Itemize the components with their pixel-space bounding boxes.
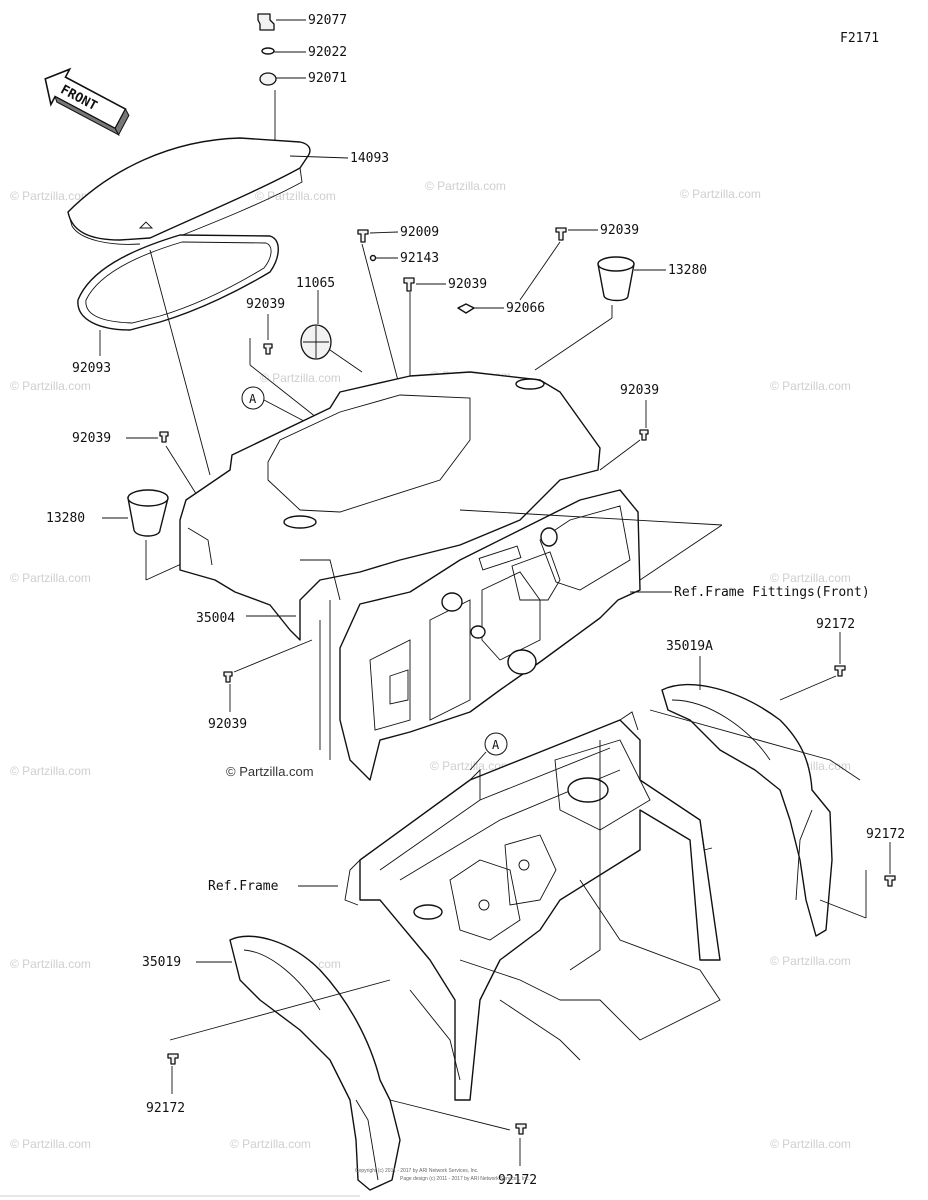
fastener-92172-left — [167, 1053, 179, 1094]
clip-icon — [257, 13, 275, 31]
watermark: © Partzilla.com — [10, 189, 91, 203]
fastener-right — [599, 400, 649, 471]
callout-92039-left-upper: 92039 — [246, 297, 285, 312]
watermark: © Partzilla.com — [430, 759, 511, 773]
callout-92039-left: 92039 — [72, 431, 111, 446]
screw-icon — [357, 229, 369, 243]
watermark: © Partzilla.com — [10, 571, 91, 585]
cup-holder-left — [102, 489, 301, 581]
ref-frame-fittings-front: Ref.Frame Fittings(Front) — [674, 585, 870, 600]
callout-92039-top-right: 92039 — [600, 223, 639, 238]
watermark: © Partzilla.com — [770, 954, 851, 968]
rivet-icon — [223, 671, 233, 683]
screw-icon — [834, 665, 846, 677]
upper-dash-panel — [179, 371, 601, 641]
fender-right — [649, 656, 861, 937]
callout-92172-left: 92172 — [146, 1101, 185, 1116]
grommet-icon — [457, 303, 475, 314]
vehicle-frame — [344, 711, 721, 1101]
reference-mark-a-lower: A — [469, 732, 508, 771]
callout-92172-right: 92172 — [866, 827, 905, 842]
figure-code: F2171 — [840, 31, 879, 46]
watermark: © Partzilla.com — [10, 764, 91, 778]
partzilla-watermark: © Partzilla.com — [226, 764, 314, 779]
watermark: © Partzilla.com — [255, 189, 336, 203]
fastener-92172-right — [819, 842, 896, 919]
watermark: © Partzilla.com — [425, 179, 506, 193]
callout-92039-center: 92039 — [448, 277, 487, 292]
front-arrow-icon: FRONT — [44, 67, 130, 137]
nut-icon — [259, 72, 277, 86]
callout-92009: 92009 — [400, 225, 439, 240]
reference-mark-a-upper: A — [241, 386, 341, 441]
watermark: © Partzilla.com — [10, 1137, 91, 1151]
washer-icon — [261, 47, 275, 55]
rivet-icon — [639, 429, 649, 441]
callout-92143: 92143 — [400, 251, 439, 266]
screw-icon — [167, 1053, 179, 1065]
cover-11065 — [300, 290, 363, 373]
callout-13280-right: 13280 — [668, 263, 707, 278]
callout-14093: 14093 — [350, 151, 389, 166]
callout-13280-left: 13280 — [46, 511, 85, 526]
callout-35004: 35004 — [196, 611, 235, 626]
cup-holder-right — [534, 256, 666, 371]
callout-92093: 92093 — [72, 361, 111, 376]
callout-92039-right: 92039 — [620, 383, 659, 398]
svg-text:A: A — [249, 392, 257, 406]
fender-left — [169, 935, 511, 1191]
screw-icon — [515, 1123, 527, 1135]
callout-92172-top-right: 92172 — [816, 617, 855, 632]
callout-11065: 11065 — [296, 276, 335, 291]
callout-92172-bottom: 92172 — [498, 1173, 537, 1188]
callout-92039-bottom-left: 92039 — [208, 717, 247, 732]
fastener-stack — [257, 13, 306, 152]
fastener-bottom-left — [223, 639, 313, 712]
watermark: © Partzilla.com — [10, 379, 91, 393]
callout-35019A: 35019A — [666, 639, 713, 654]
ref-frame: Ref.Frame — [208, 879, 279, 894]
watermark: © Partzilla.com — [770, 1137, 851, 1151]
svg-text:A: A — [492, 738, 500, 752]
watermark: © Partzilla.com — [770, 379, 851, 393]
callout-92022: 92022 — [308, 45, 347, 60]
lid-seal — [77, 234, 279, 356]
watermark: © Partzilla.com — [230, 1137, 311, 1151]
screw-icon — [884, 875, 896, 887]
watermark: © Partzilla.com — [10, 957, 91, 971]
watermark: © Partzilla.com — [770, 571, 851, 585]
fastener-left — [126, 431, 201, 501]
callout-35019: 35019 — [142, 955, 181, 970]
watermark: © Partzilla.com — [260, 371, 341, 385]
rivet-icon — [263, 343, 273, 355]
rivet-icon — [159, 431, 169, 443]
copyright-line-1: Copyright (c) 2011 - 2017 by ARI Network… — [355, 1168, 479, 1174]
storage-lid — [67, 137, 349, 249]
fastener-92172-top-right — [779, 632, 846, 701]
callout-92066: 92066 — [506, 301, 545, 316]
lower-dashboard — [339, 489, 641, 781]
washer-icon — [369, 254, 377, 262]
watermark: © Partzilla.com — [680, 187, 761, 201]
callout-92071: 92071 — [308, 71, 347, 86]
fastener-92172-bottom — [515, 1123, 527, 1166]
rivet-icon — [403, 277, 415, 292]
callout-92077: 92077 — [308, 13, 347, 28]
copyright-line-2: Page design (c) 2011 - 2017 by ARI Netwo… — [400, 1176, 530, 1182]
screw-icon — [555, 227, 567, 241]
